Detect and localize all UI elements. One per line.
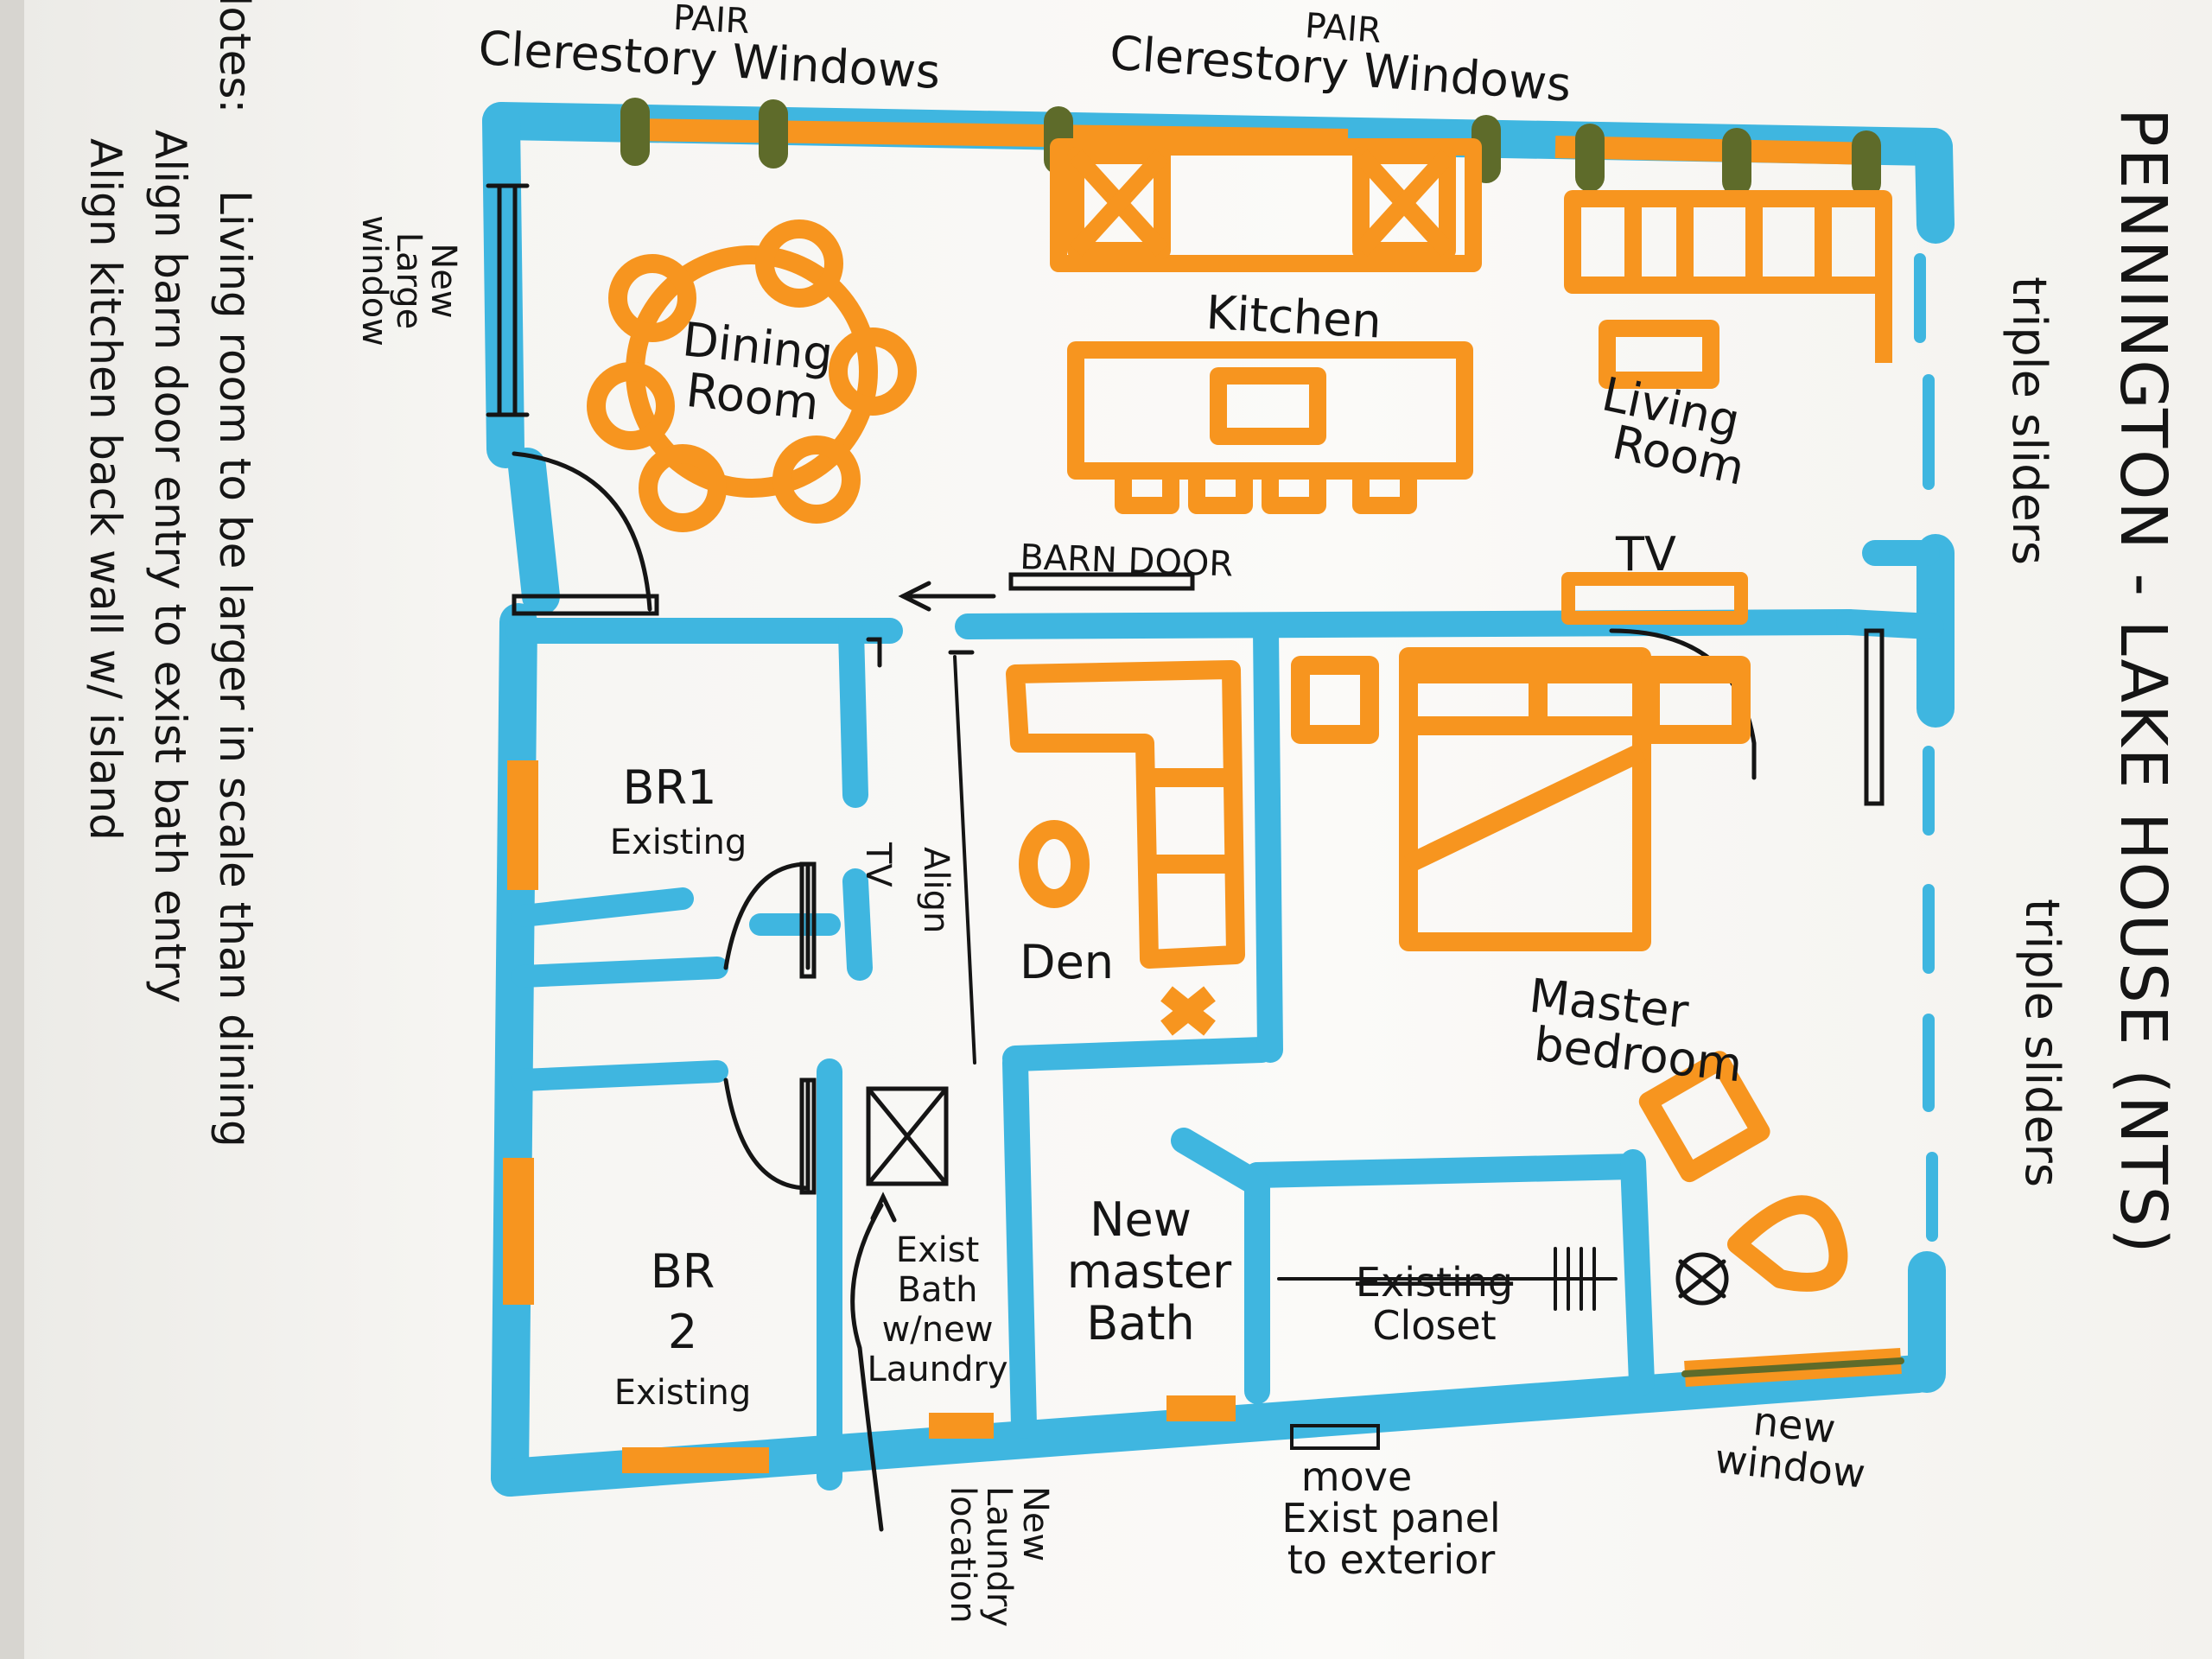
align-line xyxy=(953,655,976,1065)
new-laundry-1: New xyxy=(1015,1486,1055,1561)
new-window-line3: window xyxy=(354,215,394,346)
living-tv-stand xyxy=(1561,572,1748,625)
laundry-stack xyxy=(850,1086,949,1532)
master-bath-3: Bath xyxy=(1086,1296,1195,1351)
new-large-window xyxy=(486,183,530,417)
move-panel-1: move xyxy=(1301,1453,1412,1500)
br1-tv-label: TV xyxy=(858,842,898,887)
new-window-line1: New xyxy=(423,243,463,318)
barn-door-label: BARN DOOR xyxy=(1020,537,1234,585)
br1-existing: Existing xyxy=(610,823,747,862)
note-line-3: Align kitchen back wall w/ island xyxy=(80,138,130,841)
exist-bath-4: Laundry xyxy=(867,1350,1007,1389)
dining-table xyxy=(587,219,917,532)
kitchen-island xyxy=(1067,341,1473,514)
triple-sliders-top: triple sliders xyxy=(2002,276,2056,565)
clerestory-right-pair: PAIR xyxy=(1304,6,1383,51)
entry-door xyxy=(512,451,659,616)
notes-heading: Notes: xyxy=(210,0,260,113)
note-line-1: Living room to be larger in scale than d… xyxy=(210,190,260,1147)
kitchen-label: Kitchen xyxy=(1205,285,1382,349)
align-label: Align xyxy=(916,847,956,933)
exist-bath-2: Bath xyxy=(898,1270,978,1310)
note-line-2: Align barn door entry to exist bath entr… xyxy=(145,130,195,1003)
clerestory-left-label: Clerestory Windows xyxy=(477,21,941,99)
new-window-label-1: new xyxy=(1751,1397,1838,1452)
closet-label-2: Closet xyxy=(1372,1302,1496,1349)
living-sofa xyxy=(1564,190,1892,389)
master-chairs xyxy=(1638,1051,1848,1292)
exist-bath-1: Exist xyxy=(896,1230,980,1270)
master-bath-1: New xyxy=(1090,1192,1192,1247)
living-tv-label: TV xyxy=(1615,527,1676,582)
triple-slider-dashes xyxy=(1914,253,1938,1242)
den-sectional xyxy=(1006,660,1245,1036)
den-label: Den xyxy=(1020,935,1114,989)
exist-bath-3: w/new xyxy=(882,1310,994,1350)
new-laundry-3: location xyxy=(943,1486,982,1624)
kitchen-cabinets xyxy=(1050,138,1482,272)
sheet-title: PENNINGTON - LAKE HOUSE (NTS) xyxy=(2106,108,2180,1255)
triple-sliders-bottom: triple sliders xyxy=(2015,899,2069,1187)
br2-label-1: BR xyxy=(651,1244,715,1299)
br1-label: BR1 xyxy=(623,760,717,815)
slider-jamb xyxy=(1864,628,1885,806)
bedroom-wall-stubs xyxy=(512,887,841,1091)
br2-existing: Existing xyxy=(614,1373,751,1413)
crossed-circle-icon xyxy=(1675,1252,1729,1306)
bedroom-doors xyxy=(723,637,882,1195)
side-windows xyxy=(503,760,1904,1473)
closet-strikethrough xyxy=(1277,1247,1618,1311)
new-window-label-2: window xyxy=(1713,1435,1867,1497)
closet-label-1: Existing xyxy=(1356,1259,1513,1306)
master-bed xyxy=(1291,647,1751,951)
barn-door-symbol xyxy=(898,572,1195,655)
br2-label-2: 2 xyxy=(668,1305,697,1359)
move-panel-3: to exterior xyxy=(1287,1536,1496,1583)
new-laundry-2: Laundry xyxy=(979,1486,1019,1627)
master-bath-2: master xyxy=(1067,1244,1232,1299)
clerestory-windows xyxy=(620,98,1881,198)
new-window-line2: Large xyxy=(389,232,429,330)
interior-walls xyxy=(505,609,1944,1491)
panel-symbol xyxy=(1290,1424,1380,1450)
master-bedroom-2: bedroom xyxy=(1532,1017,1745,1093)
clerestory-left-pair: PAIR xyxy=(672,0,751,41)
move-panel-2: Exist panel xyxy=(1281,1495,1500,1541)
